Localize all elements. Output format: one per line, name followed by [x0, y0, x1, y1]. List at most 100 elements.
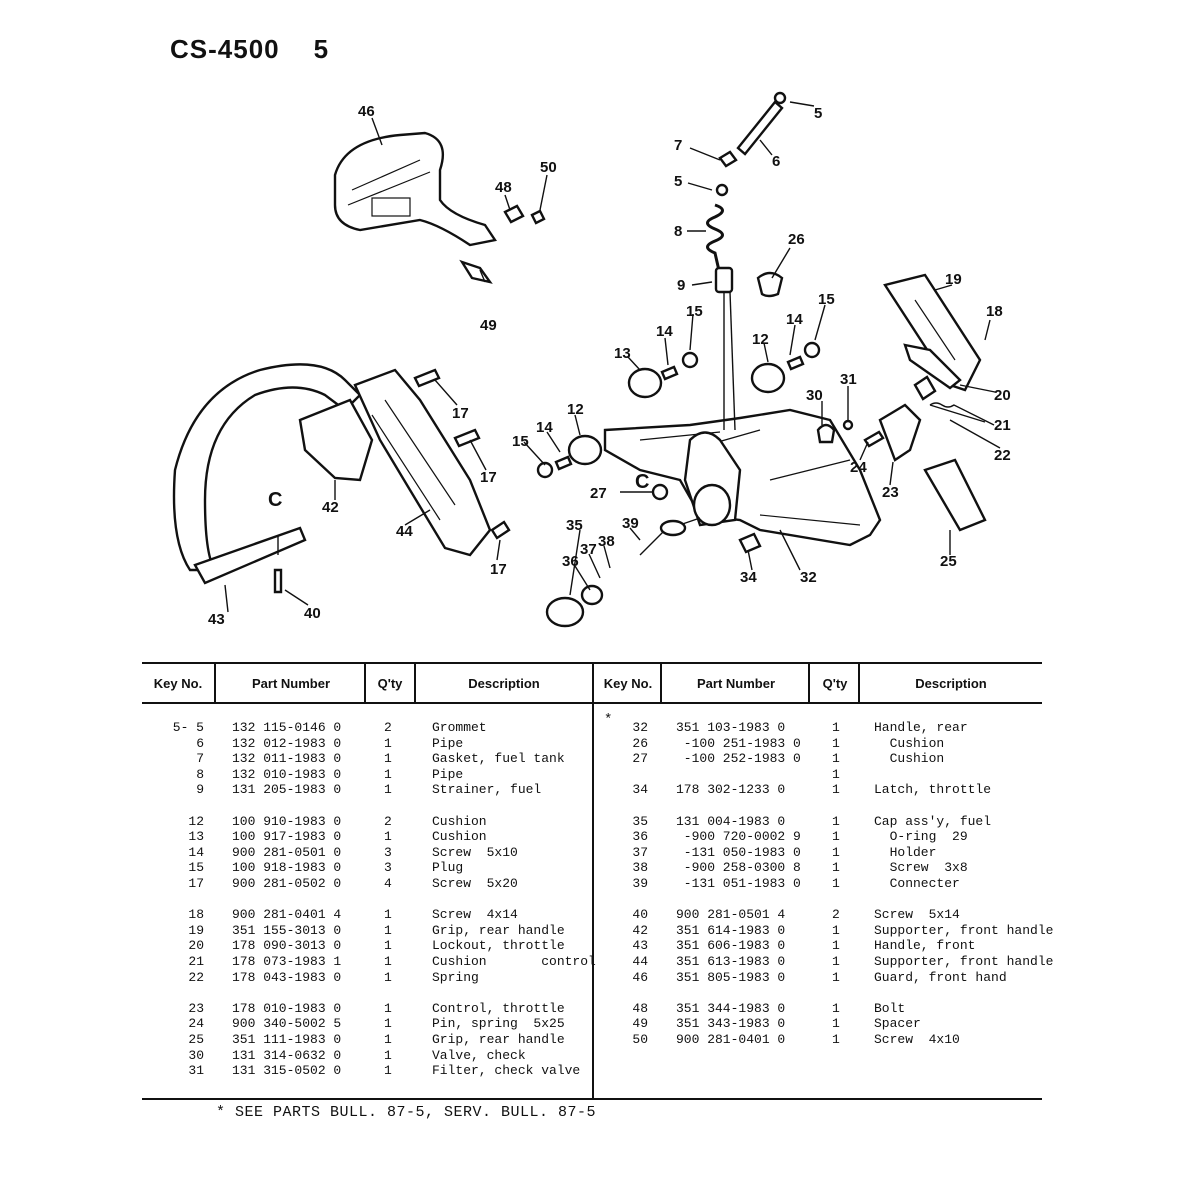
cell-qty: 1 [832, 735, 840, 751]
cell-desc: Screw 3x8 [874, 860, 968, 876]
cushion-13 [627, 367, 663, 399]
header-part-number-right: Part Number [696, 676, 776, 691]
cell-desc: Filter, check valve [432, 1063, 581, 1079]
callout: 14 [536, 419, 553, 436]
cell-qty: 2 [384, 720, 392, 735]
cell-key: 18 [188, 907, 204, 923]
cell-part: 132 012-1983 0 [232, 735, 342, 751]
exploded-parts-diagram: 46 50 48 49 5 6 7 5 8 9 26 19 18 15 14 1… [172, 91, 1011, 628]
front-handle [172, 363, 362, 572]
header-key-no-right: Key No. [603, 676, 653, 691]
cell-desc: Grommet [432, 720, 487, 735]
cell-part: 178 302-1233 0 [676, 782, 786, 798]
screw-17a [413, 368, 441, 388]
cell-key: 38 [632, 860, 648, 876]
cell-desc: Gasket, fuel tank [432, 751, 565, 767]
cell-part: 351 155-3013 0 [232, 922, 342, 938]
callout: 44 [396, 523, 413, 540]
cell-key: 44 [632, 954, 648, 969]
callout: 18 [986, 303, 1003, 320]
cell-desc: Cushion control [432, 954, 596, 969]
cell-part: 178 043-1983 0 [232, 969, 342, 985]
callout-labels: 46 50 48 49 5 6 7 5 8 9 26 19 18 15 14 1… [208, 103, 1011, 628]
callout: 23 [882, 484, 899, 501]
cell-key: 24 [188, 1016, 204, 1032]
cell-key: 39 [632, 876, 648, 891]
cell-qty: 1 [832, 938, 840, 954]
cell-key: 49 [632, 1016, 648, 1032]
cell-desc: Cushion [432, 829, 487, 845]
tank-body [603, 408, 882, 547]
callout: 31 [840, 371, 857, 388]
screw-40 [273, 568, 283, 594]
cell-desc: Supporter, front handle [874, 922, 1054, 938]
callout: 15 [686, 303, 703, 320]
cushion-27 [651, 483, 669, 501]
cell-part: 100 910-1983 0 [232, 813, 342, 829]
cell-key: 7 [196, 751, 204, 767]
cell-qty: 1 [832, 1000, 840, 1016]
cell-desc: Strainer, fuel [432, 782, 542, 798]
plug-15c [536, 461, 554, 479]
cell-desc: Valve, check [432, 1047, 526, 1063]
cell-desc: Pin, spring 5x25 [432, 1016, 565, 1032]
bolt-48 [503, 204, 525, 224]
cell-part: 351 805-1983 0 [676, 969, 786, 985]
supporter-44 [353, 368, 492, 557]
callout: 37 [580, 541, 597, 558]
callout: 12 [567, 401, 584, 418]
cell-qty: 4 [384, 876, 392, 891]
cell-qty: 1 [832, 1016, 840, 1032]
header-qty-right: Q'ty [822, 676, 848, 691]
cell-qty: 1 [832, 876, 840, 891]
cell-key: 37 [632, 844, 648, 860]
callout: 17 [490, 561, 507, 578]
cell-desc: Spring [432, 969, 479, 985]
cell-key: 25 [188, 1032, 204, 1047]
cell-qty: 1 [384, 1063, 392, 1079]
cell-qty: 1 [384, 782, 392, 798]
cell-qty: 1 [832, 860, 840, 876]
cell-part: 900 281-0401 0 [676, 1032, 786, 1047]
plug-15b [803, 341, 821, 359]
cell-key: 22 [188, 969, 204, 985]
callout: 19 [945, 271, 962, 288]
cell-desc: Pipe [432, 766, 464, 782]
cell-desc: Guard, front hand [874, 969, 1007, 985]
column-divider [858, 664, 860, 702]
cell-qty: 1 [832, 720, 840, 735]
fuel-cap-35 [545, 596, 585, 628]
header-description: Description [468, 676, 540, 691]
cell-part: 132 011-1983 0 [232, 751, 342, 767]
cell-key: 46 [632, 969, 648, 985]
cell-desc: Screw 5x14 [874, 907, 960, 923]
front-handle-foot [193, 526, 307, 585]
callout: 5 [674, 173, 682, 190]
callout: 15 [818, 291, 835, 308]
cell-part: -100 251-1983 0 [676, 735, 801, 751]
callout: C [268, 489, 282, 511]
cell-key: 15 [188, 860, 204, 876]
rear-grip-25 [923, 458, 987, 532]
cell-part: 900 281-0501 4 [676, 907, 786, 923]
cushion-12a [750, 362, 786, 394]
callout: 39 [622, 515, 639, 532]
screw-14c [554, 455, 573, 471]
cell-qty: 1 [832, 813, 840, 829]
callout: 49 [480, 317, 497, 334]
cell-part: 351 103-1983 0 [676, 720, 786, 735]
callout: 13 [614, 345, 631, 362]
column-divider [660, 664, 662, 702]
cell-desc: Cushion [432, 813, 487, 829]
cell-qty: 1 [384, 829, 392, 845]
cell-qty: 1 [384, 735, 392, 751]
header-part-number: Part Number [251, 676, 331, 691]
cell-qty: 1 [384, 1000, 392, 1016]
screw-50 [530, 209, 546, 225]
cell-part: -131 050-1983 0 [676, 844, 801, 860]
cell-desc: Grip, rear handle [432, 922, 565, 938]
lockout-20 [903, 343, 962, 390]
callout: 46 [358, 103, 375, 120]
cell-part: 351 614-1983 0 [676, 922, 786, 938]
